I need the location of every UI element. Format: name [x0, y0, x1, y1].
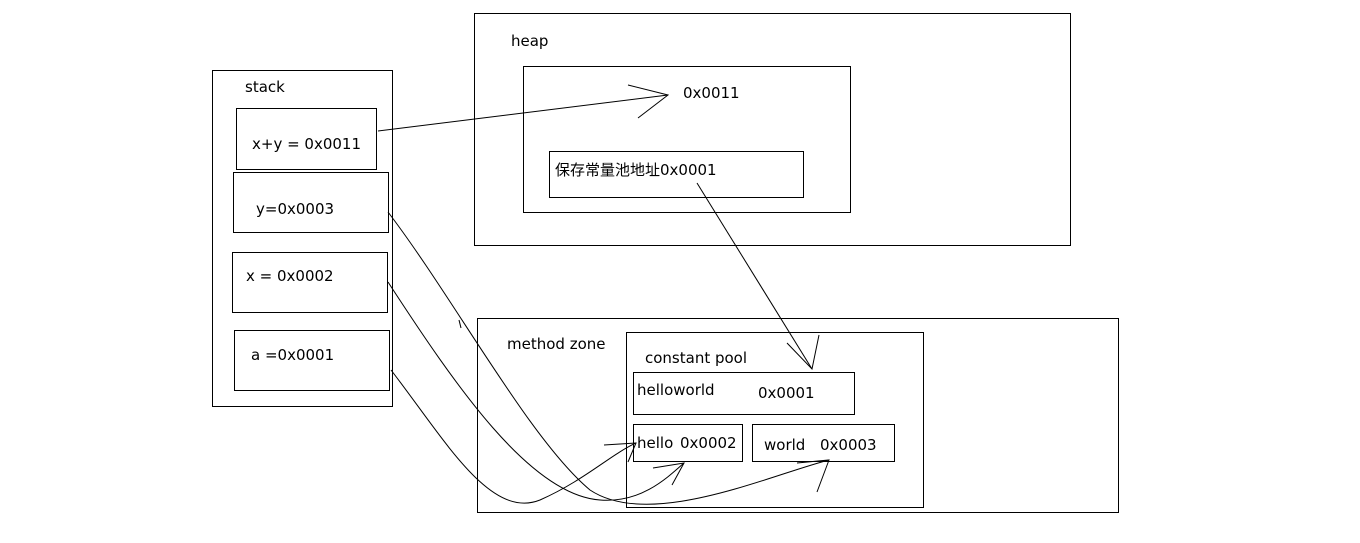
stack-cell-y — [233, 172, 389, 233]
heap-object-address: 0x0011 — [683, 84, 740, 102]
stack-cell-x-text: x = 0x0002 — [246, 267, 334, 285]
arrow-y-to-world — [387, 211, 830, 505]
heap-object — [523, 66, 851, 213]
stack-cell-xy-text: x+y = 0x0011 — [252, 135, 362, 153]
constant-pool — [626, 332, 924, 508]
pool-entry-world-address: 0x0003 — [820, 436, 877, 454]
heap-stored-field — [549, 151, 804, 198]
arrowhead-world — [796, 459, 830, 493]
arrow-heap-to-helloworld — [696, 182, 813, 370]
stack-label: stack — [245, 78, 285, 96]
constant-pool-label: constant pool — [645, 349, 748, 367]
arrowhead-helloworld — [786, 334, 820, 371]
pool-entry-helloworld-value: helloworld — [637, 381, 715, 399]
stack-cell-xy — [236, 108, 377, 170]
heap-label: heap — [511, 32, 549, 50]
pool-entry-helloworld-address: 0x0001 — [758, 384, 815, 402]
arrow-a-to-hello — [390, 369, 637, 504]
method-zone-region — [477, 318, 1119, 513]
arrow-x-to-hello-address — [387, 281, 685, 501]
stack-cell-y-text: y=0x0003 — [256, 200, 335, 218]
heap-region — [474, 13, 1071, 246]
method-zone-label: method zone — [507, 335, 606, 353]
arrow-xy-to-heap — [377, 94, 669, 132]
arrowhead-heap — [627, 84, 670, 119]
arrowhead-hello-address — [652, 462, 685, 486]
arrowhead-hello — [603, 442, 637, 463]
pool-entry-world-value: world — [764, 436, 806, 454]
heap-stored-value: 保存常量池地址0x0001 — [555, 161, 717, 179]
stack-region — [212, 70, 393, 407]
stack-cell-a — [234, 330, 390, 391]
pool-entry-hello-address: 0x0002 — [680, 434, 737, 452]
pool-entry-hello-value: hello — [637, 434, 674, 452]
stray-mark — [458, 319, 462, 329]
stack-cell-x — [232, 252, 388, 313]
stack-cell-a-text: a =0x0001 — [251, 346, 335, 364]
pool-entry-helloworld — [633, 372, 855, 415]
